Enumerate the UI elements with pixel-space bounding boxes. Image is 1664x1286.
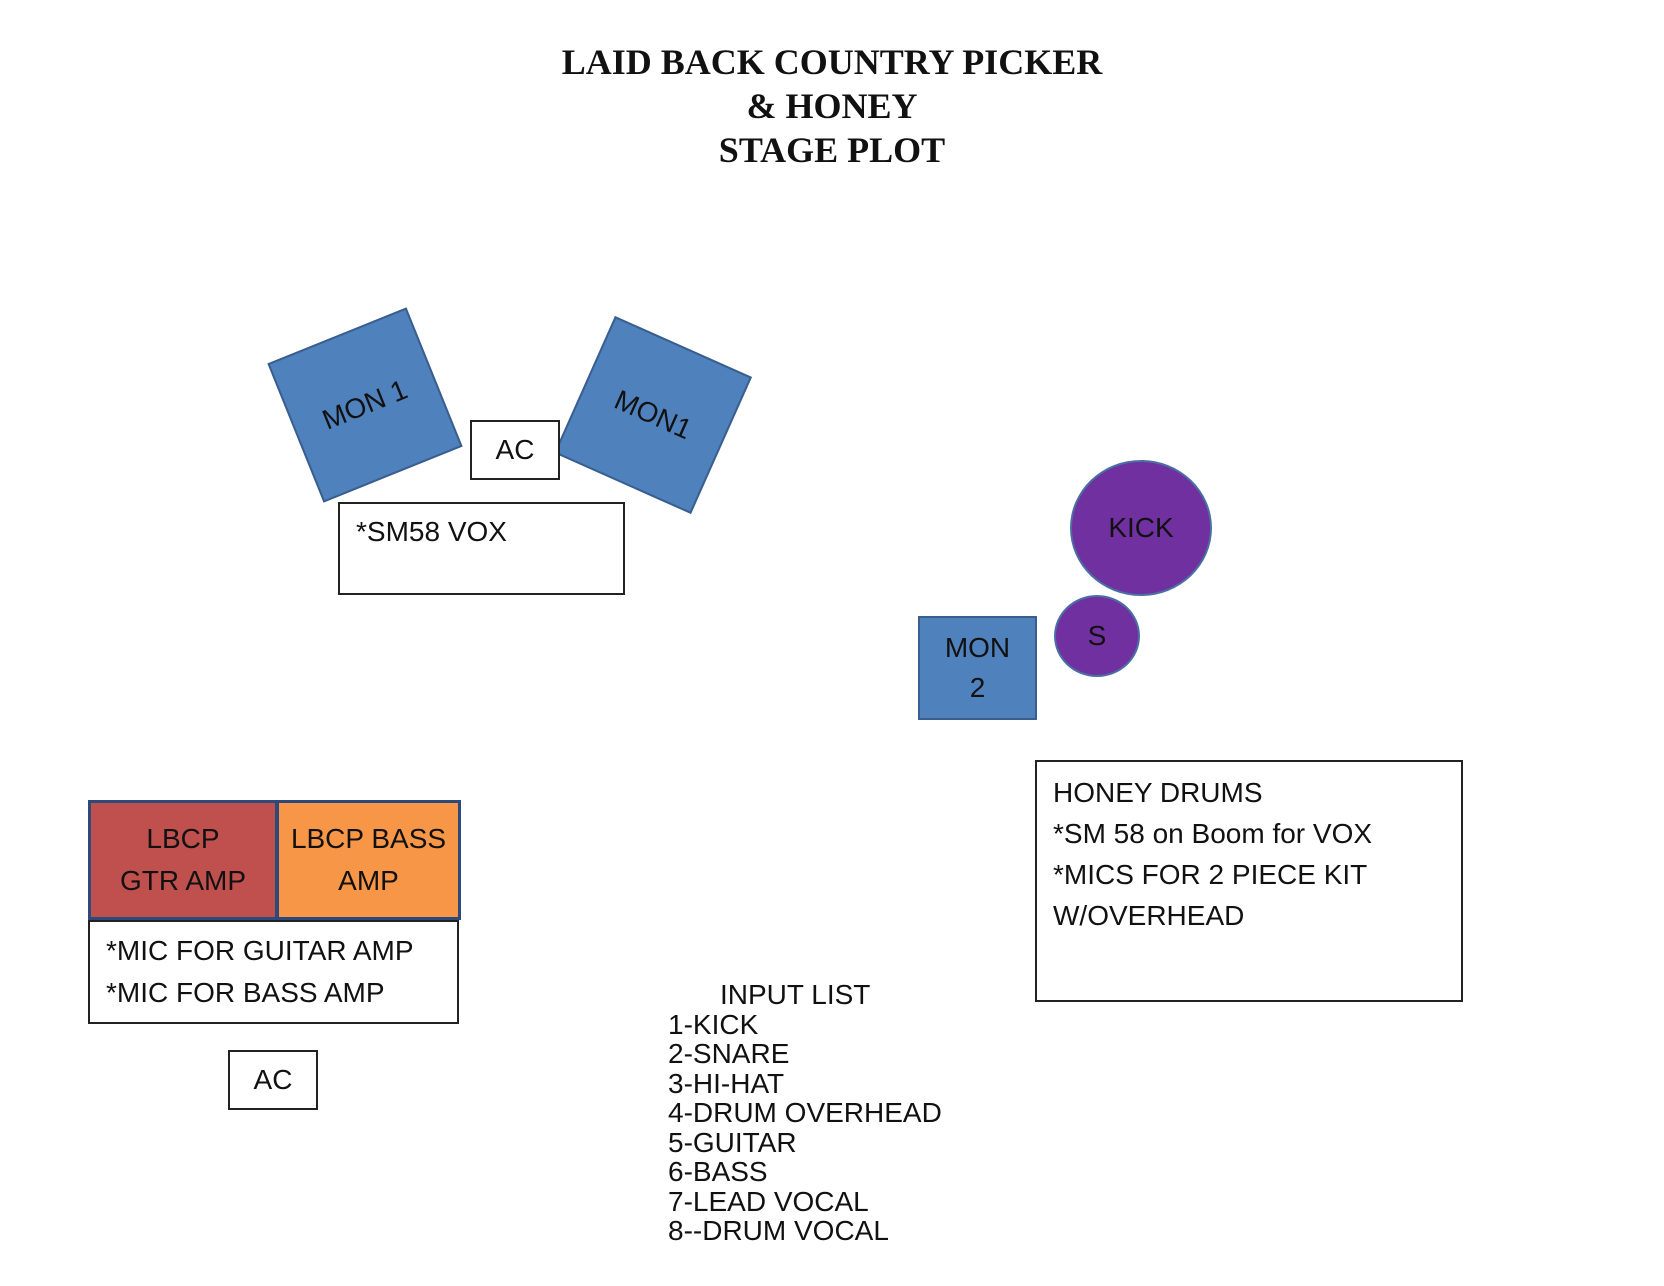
amp-mic-line-2: *MIC FOR BASS AMP [106, 977, 385, 1008]
honey-line-1: HONEY DRUMS [1053, 777, 1263, 808]
input-item-8: 8--DRUM VOCAL [668, 1215, 889, 1246]
title-line-2: & HONEY [746, 86, 918, 126]
bass-amp-line-2: AMP [338, 865, 399, 896]
monitor-1-right-label: MON1 [609, 383, 697, 446]
input-item-2: 2-SNARE [668, 1038, 790, 1069]
guitar-amp-line-1: LBCP [146, 823, 220, 854]
snare-drum: S [1054, 595, 1140, 677]
monitor-2: MON 2 [918, 616, 1037, 720]
monitor-2-line-2: 2 [969, 672, 986, 703]
ac-bottom-label: AC [253, 1064, 293, 1095]
honey-line-4: W/OVERHEAD [1053, 900, 1245, 931]
ac-top-label: AC [495, 434, 535, 465]
monitor-2-line-1: MON [944, 632, 1011, 663]
amp-mic-line-1: *MIC FOR GUITAR AMP [106, 935, 414, 966]
guitar-amp: LBCP GTR AMP [88, 800, 278, 920]
bass-amp: LBCP BASS AMP [276, 800, 461, 920]
honey-drums-box: HONEY DRUMS *SM 58 on Boom for VOX *MICS… [1035, 760, 1463, 1002]
vocal-mic-label: *SM58 VOX [356, 516, 507, 547]
monitor-1-right: MON1 [553, 315, 753, 515]
title-line-3: STAGE PLOT [718, 130, 946, 170]
input-item-1: 1-KICK [668, 1008, 759, 1040]
page-title: LAID BACK COUNTRY PICKER & HONEY STAGE P… [0, 40, 1664, 172]
ac-outlet-bottom: AC [228, 1050, 318, 1110]
kick-label: KICK [1108, 512, 1174, 543]
kick-drum: KICK [1070, 460, 1212, 596]
input-item-5: 5-GUITAR [668, 1126, 797, 1158]
honey-line-2: *SM 58 on Boom for VOX [1053, 818, 1373, 849]
input-list-header: INPUT LIST [720, 979, 871, 1010]
input-item-4: 4-DRUM OVERHEAD [668, 1097, 942, 1128]
honey-line-3: *MICS FOR 2 PIECE KIT [1053, 859, 1368, 890]
input-item-3: 3-HI-HAT [668, 1067, 785, 1099]
monitor-1-left-label: MON 1 [317, 373, 412, 436]
input-item-6: 6-BASS [668, 1156, 768, 1187]
guitar-amp-line-2: GTR AMP [119, 865, 246, 896]
monitor-1-left: MON 1 [267, 307, 463, 503]
input-item-7: 7-LEAD VOCAL [668, 1185, 869, 1217]
input-list: INPUT LIST 1-KICK 2-SNARE 3-HI-HAT 4-DRU… [668, 980, 942, 1246]
vocal-mic-box: *SM58 VOX [338, 502, 625, 595]
ac-outlet-top: AC [470, 420, 560, 480]
amp-mics-box: *MIC FOR GUITAR AMP *MIC FOR BASS AMP [88, 920, 459, 1024]
bass-amp-line-1: LBCP BASS [290, 823, 447, 854]
snare-label: S [1087, 620, 1107, 651]
title-line-1: LAID BACK COUNTRY PICKER [561, 42, 1103, 82]
